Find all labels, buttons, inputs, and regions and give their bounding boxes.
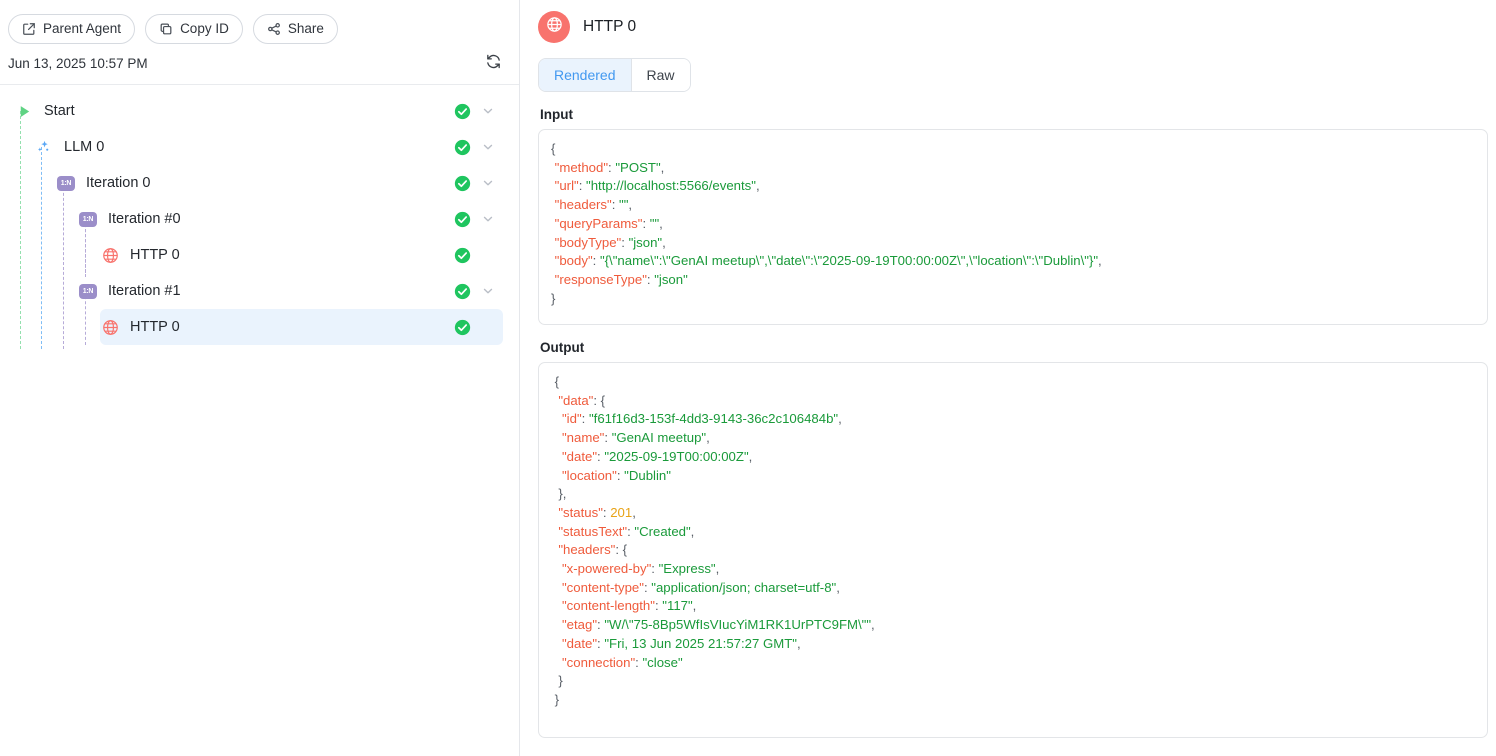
- tree-node-status-area: [454, 103, 503, 120]
- globe-icon: [100, 245, 120, 265]
- tree-node-label: Start: [44, 103, 75, 119]
- chevron-down-icon[interactable]: [481, 140, 495, 154]
- iteration-badge-label: 1:N: [57, 175, 75, 191]
- tree-node-start[interactable]: Start: [14, 93, 503, 129]
- tree-node-label: Iteration 0: [86, 175, 151, 191]
- parent-agent-button[interactable]: Parent Agent: [8, 14, 136, 44]
- status-success-icon: [454, 247, 471, 264]
- chevron-down-icon[interactable]: [481, 176, 495, 190]
- detail-panel: HTTP 0 Rendered Raw Input { "method": "P…: [520, 0, 1496, 756]
- chevron-placeholder: [481, 320, 495, 334]
- share-label: Share: [287, 21, 324, 37]
- chevron-down-icon[interactable]: [481, 212, 495, 226]
- iteration-badge-icon: 1:N: [78, 281, 98, 301]
- globe-icon: [545, 15, 564, 39]
- tree-node-content: 1:N Iteration #0: [78, 209, 454, 229]
- tree-node-iteration-0[interactable]: 1:N Iteration 0: [56, 165, 503, 201]
- tree-node-content: Start: [14, 101, 454, 121]
- avatar: [538, 11, 570, 43]
- run-timestamp: Jun 13, 2025 10:57 PM: [8, 55, 148, 71]
- output-code-box[interactable]: { "data": { "id": "f61f16d3-153f-4dd3-91…: [538, 362, 1488, 738]
- share-button[interactable]: Share: [252, 14, 338, 44]
- page-title: HTTP 0: [583, 18, 637, 35]
- chevron-placeholder: [481, 248, 495, 262]
- tree-node-status-area: [454, 175, 503, 192]
- view-mode-tabs: Rendered Raw: [538, 58, 691, 92]
- status-success-icon: [454, 103, 471, 120]
- share-icon: [267, 22, 281, 36]
- tab-rendered[interactable]: Rendered: [539, 59, 631, 91]
- globe-icon: [100, 317, 120, 337]
- tree-node-http-0[interactable]: HTTP 0: [100, 237, 503, 273]
- input-section-label: Input: [540, 107, 573, 122]
- tree-node-llm-0[interactable]: LLM 0: [34, 129, 503, 165]
- iteration-badge-icon: 1:N: [78, 209, 98, 229]
- timestamp-row: Jun 13, 2025 10:57 PM: [0, 48, 519, 85]
- iteration-badge-icon: 1:N: [56, 173, 76, 193]
- tree-node-iteration-0[interactable]: 1:N Iteration #0: [78, 201, 503, 237]
- tree-node-status-area: [454, 211, 503, 228]
- sparkle-icon: [34, 137, 54, 157]
- input-json: { "method": "POST", "url": "http://local…: [551, 141, 1102, 306]
- tree-node-label: HTTP 0: [130, 247, 180, 263]
- chevron-down-icon[interactable]: [481, 284, 495, 298]
- tree-node-content: HTTP 0: [100, 317, 454, 337]
- tree-node-label: Iteration #1: [108, 283, 181, 299]
- status-success-icon: [454, 211, 471, 228]
- input-code-box[interactable]: { "method": "POST", "url": "http://local…: [538, 129, 1488, 325]
- copy-id-button[interactable]: Copy ID: [145, 14, 243, 44]
- tree-node-status-area: [454, 319, 503, 336]
- tree-node-iteration-1[interactable]: 1:N Iteration #1: [78, 273, 503, 309]
- output-section-label: Output: [540, 340, 585, 355]
- output-json: { "data": { "id": "f61f16d3-153f-4dd3-91…: [551, 374, 875, 707]
- refresh-icon: [485, 53, 502, 73]
- tree-node-label: HTTP 0: [130, 319, 180, 335]
- status-success-icon: [454, 283, 471, 300]
- chevron-down-icon[interactable]: [481, 104, 495, 118]
- copy-id-label: Copy ID: [180, 21, 229, 37]
- tree-node-content: LLM 0: [34, 137, 454, 157]
- tree-node-label: Iteration #0: [108, 211, 181, 227]
- tree-node-content: 1:N Iteration 0: [56, 173, 454, 193]
- status-success-icon: [454, 175, 471, 192]
- tree-node-content: 1:N Iteration #1: [78, 281, 454, 301]
- tree-node-http-0[interactable]: HTTP 0: [100, 309, 503, 345]
- tree-node-label: LLM 0: [64, 139, 105, 155]
- play-icon: [14, 101, 34, 121]
- iteration-badge-label: 1:N: [79, 211, 97, 227]
- parent-agent-label: Parent Agent: [43, 21, 122, 37]
- status-success-icon: [454, 319, 471, 336]
- tree-node-status-area: [454, 247, 503, 264]
- copy-icon: [159, 22, 173, 36]
- tree-node-status-area: [454, 139, 503, 156]
- external-link-icon: [22, 22, 36, 36]
- sidebar-toolbar: Parent Agent Copy ID Sha: [0, 0, 519, 48]
- iteration-badge-label: 1:N: [79, 283, 97, 299]
- sidebar: Parent Agent Copy ID Sha: [0, 0, 520, 756]
- refresh-button[interactable]: [481, 51, 505, 75]
- status-success-icon: [454, 139, 471, 156]
- tree-node-status-area: [454, 283, 503, 300]
- tab-raw[interactable]: Raw: [630, 59, 690, 91]
- detail-header: HTTP 0: [538, 0, 1488, 46]
- tree-node-content: HTTP 0: [100, 245, 454, 265]
